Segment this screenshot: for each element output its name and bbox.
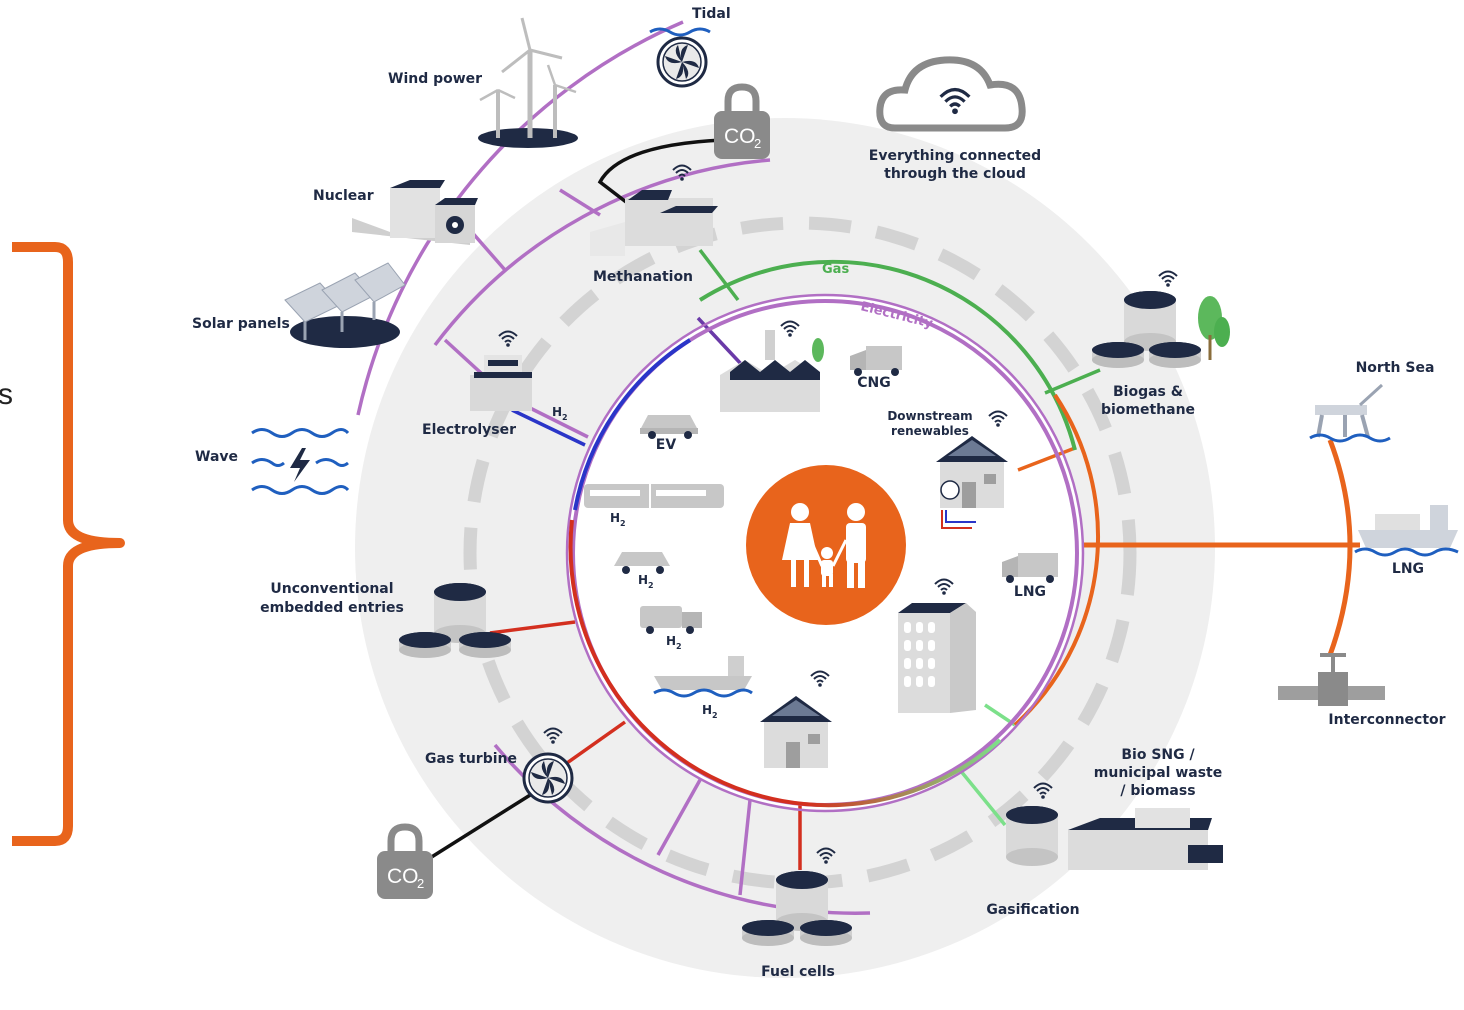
cloud-label-line1: Everything connected bbox=[869, 148, 1041, 164]
methanation-label: Methanation bbox=[593, 269, 693, 285]
mid-electricity-arc bbox=[433, 158, 771, 347]
downstream-label-line2: renewables bbox=[891, 424, 969, 438]
electrolyser-label: Electrolyser bbox=[422, 422, 516, 438]
wave-label: Wave bbox=[195, 449, 238, 465]
unconventional-label-line2: embedded entries bbox=[260, 600, 404, 616]
downstream-house-icon bbox=[936, 436, 1008, 529]
hydrogen-ring bbox=[573, 338, 692, 511]
biogas-label-line1: Biogas & bbox=[1113, 384, 1183, 400]
train-h2-label: H2 bbox=[610, 511, 626, 528]
cng-truck-icon bbox=[850, 346, 902, 376]
gasification-plant-icon bbox=[1006, 806, 1223, 870]
hydrogen-red-ring bbox=[568, 519, 1002, 808]
hydrogen-lorry-icon bbox=[640, 606, 702, 634]
gas-ring bbox=[698, 259, 1077, 451]
tidal-label: Tidal bbox=[692, 6, 731, 22]
svg-text:2: 2 bbox=[417, 876, 424, 891]
cloud-label-line2: through the cloud bbox=[884, 166, 1026, 182]
gas-turbine-icon bbox=[522, 752, 574, 804]
bio-sng-label-line3: / biomass bbox=[1120, 783, 1195, 799]
electrolyser-icon bbox=[470, 355, 532, 411]
co2-storage-bottom-icon: CO 2 bbox=[377, 827, 433, 899]
lng-ring-segment bbox=[1013, 393, 1100, 727]
co2-line-top bbox=[597, 138, 723, 207]
cropped-text-fragment: s bbox=[0, 378, 13, 411]
cloud-icon bbox=[876, 56, 1026, 132]
factory-icon bbox=[720, 330, 824, 412]
nuclear-label: Nuclear bbox=[313, 188, 374, 204]
north-sea-label: North Sea bbox=[1356, 360, 1435, 376]
orange-brace bbox=[12, 242, 125, 846]
fuel-cells-label: Fuel cells bbox=[761, 964, 835, 980]
ev-car-icon bbox=[640, 415, 698, 439]
lorry-h2-label: H2 bbox=[666, 634, 682, 651]
lng-tanker-icon bbox=[1354, 505, 1459, 557]
co2-storage-top-icon: CO 2 bbox=[714, 87, 770, 159]
tidal-turbine-icon bbox=[656, 36, 708, 88]
svg-text:CO: CO bbox=[387, 865, 419, 888]
wind-turbine-icon bbox=[478, 17, 578, 148]
unconventional-label-line1: Unconventional bbox=[270, 581, 393, 597]
gas-turbine-label: Gas turbine bbox=[425, 751, 517, 767]
wave-power-icon bbox=[251, 428, 350, 495]
home-solar-icon bbox=[760, 696, 832, 768]
interconnector-label: Interconnector bbox=[1328, 712, 1445, 728]
electrolyser-h2-label: H2 bbox=[552, 405, 568, 422]
interconnector-pipe-icon bbox=[1278, 653, 1385, 706]
lng-inner-label: LNG bbox=[1014, 584, 1046, 600]
biogas-wifi-icon bbox=[1158, 270, 1178, 288]
family-icon bbox=[782, 503, 866, 588]
downstream-label-line1: Downstream bbox=[887, 409, 972, 423]
dashed-ring bbox=[463, 216, 1137, 890]
svg-text:2: 2 bbox=[754, 136, 761, 151]
bio-sng-label-line1: Bio SNG / bbox=[1121, 747, 1195, 763]
methanation-plant-icon bbox=[590, 190, 718, 256]
ship-h2-label: H2 bbox=[702, 703, 718, 720]
biogas-label-line2: biomethane bbox=[1101, 402, 1195, 418]
solar-label: Solar panels bbox=[192, 316, 290, 332]
hydrogen-train-icon bbox=[584, 484, 724, 508]
gasification-label: Gasification bbox=[986, 902, 1079, 918]
offshore-rig-icon bbox=[1309, 383, 1391, 443]
co2-line-bottom bbox=[429, 790, 536, 860]
ev-label: EV bbox=[656, 437, 677, 453]
car-h2-label: H2 bbox=[638, 573, 654, 590]
cng-label: CNG bbox=[857, 375, 890, 391]
bio-sng-label-line2: municipal waste bbox=[1094, 765, 1222, 781]
nuclear-plant-icon bbox=[352, 180, 478, 245]
solar-panel-icon bbox=[284, 262, 406, 348]
center-circle bbox=[746, 465, 906, 625]
lng-truck-icon bbox=[1002, 553, 1058, 583]
hydrogen-ship-icon bbox=[653, 656, 753, 698]
svg-text:CO: CO bbox=[724, 125, 756, 148]
hydrogen-car-icon bbox=[614, 552, 670, 574]
biogas-plant-icon bbox=[1092, 291, 1230, 368]
lng-external-label: LNG bbox=[1392, 561, 1424, 577]
wind-label: Wind power bbox=[388, 71, 482, 87]
apartment-building-icon bbox=[898, 603, 976, 713]
gas-ring-label: Gas bbox=[822, 262, 849, 277]
